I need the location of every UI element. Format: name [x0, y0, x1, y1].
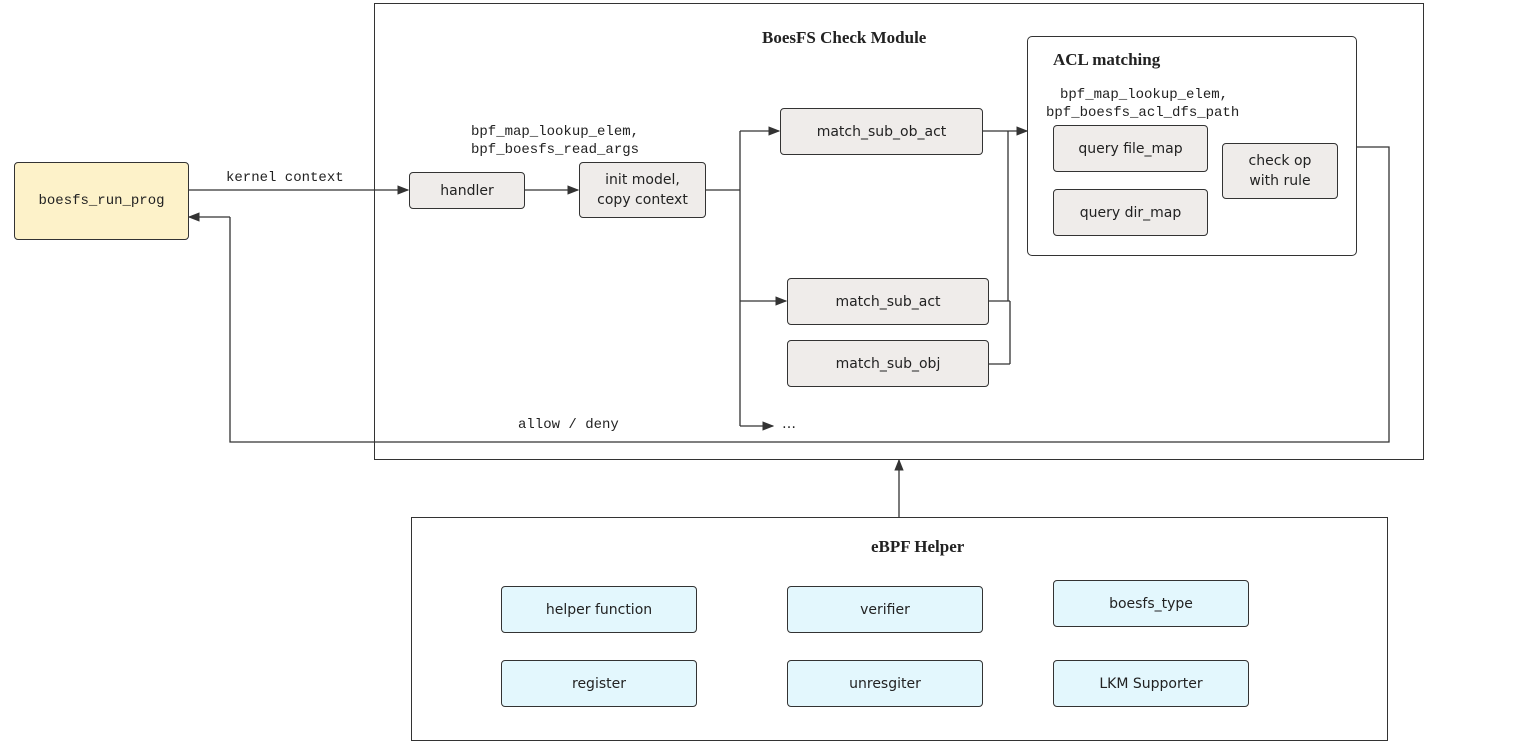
boesfs-type-label: boesfs_type	[1109, 595, 1193, 612]
boesfs-run-prog-node: boesfs_run_prog	[14, 162, 189, 240]
unregister-label: unresgiter	[849, 675, 921, 692]
allow-deny-label: allow / deny	[518, 417, 619, 433]
match-sub-act-label: match_sub_act	[835, 293, 941, 310]
query-file-map-node: query file_map	[1053, 125, 1208, 172]
match-sub-obj-node: match_sub_obj	[787, 340, 989, 387]
acl-call-label-line1: bpf_map_lookup_elem,	[1060, 87, 1229, 103]
init-model-node: init model, copy context	[579, 162, 706, 218]
acl-call-label-line2: bpf_boesfs_acl_dfs_path	[1046, 105, 1240, 121]
lkm-supporter-node: LKM Supporter	[1053, 660, 1249, 707]
query-dir-map-label: query dir_map	[1079, 204, 1182, 221]
register-node: register	[501, 660, 697, 707]
return-line	[229, 146, 1390, 443]
helper-function-node: helper function	[501, 586, 697, 633]
match-sub-ob-act-label: match_sub_ob_act	[816, 123, 947, 140]
handler-node: handler	[409, 172, 525, 209]
acl-matching-title: ACL matching	[1053, 50, 1161, 69]
query-file-map-label: query file_map	[1078, 140, 1183, 157]
more-matchers-ellipsis: …	[782, 416, 796, 432]
query-dir-map-node: query dir_map	[1053, 189, 1208, 236]
register-label: register	[572, 675, 626, 692]
read-args-label-line1: bpf_map_lookup_elem,	[471, 124, 640, 140]
init-model-label-line1: init model,	[605, 172, 680, 188]
check-module-title: BoesFS Check Module	[762, 28, 927, 47]
helper-function-label: helper function	[545, 601, 653, 618]
verifier-label: verifier	[860, 601, 910, 618]
read-args-label-line2: bpf_boesfs_read_args	[471, 142, 640, 158]
ebpf-helper-title: eBPF Helper	[871, 537, 965, 556]
lkm-supporter-label: LKM Supporter	[1099, 675, 1203, 692]
verifier-node: verifier	[787, 586, 983, 633]
check-op-label-line1: check op	[1248, 153, 1312, 169]
check-op-node: check op with rule	[1222, 143, 1338, 199]
ebpf-helper-frame	[411, 517, 1388, 741]
check-module-frame	[374, 3, 1424, 460]
match-sub-obj-label: match_sub_obj	[835, 355, 941, 372]
init-model-label-line2: copy context	[597, 192, 688, 208]
handler-label: handler	[440, 182, 494, 199]
unregister-node: unresgiter	[787, 660, 983, 707]
kernel-context-label: kernel context	[226, 170, 344, 186]
check-op-label-line2: with rule	[1249, 173, 1311, 189]
boesfs-run-prog-label: boesfs_run_prog	[38, 193, 165, 209]
match-sub-ob-act-node: match_sub_ob_act	[780, 108, 983, 155]
match-sub-act-node: match_sub_act	[787, 278, 989, 325]
boesfs-type-node: boesfs_type	[1053, 580, 1249, 627]
